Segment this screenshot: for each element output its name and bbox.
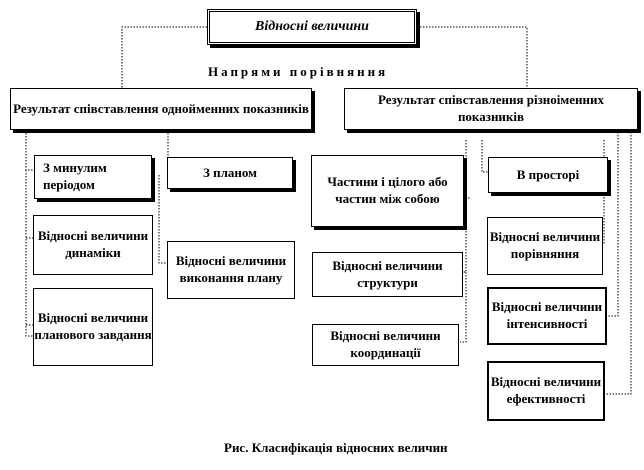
- value-intensity: Відносні величини інтенсивності: [487, 287, 607, 345]
- criterion-past-period: З минулим періодом: [34, 155, 152, 199]
- directions-subtitle: Напрями порівняння: [208, 64, 389, 79]
- value-plan-task: Відносні величини планового завдання: [33, 288, 153, 366]
- value-plan-execution: Відносні величини виконання плану: [167, 241, 295, 299]
- connector-right-intensity: [608, 132, 619, 317]
- group-different-names: Результат співставлення різноіменних пок…: [344, 88, 638, 130]
- value-efficiency: Відносні величини ефективності: [487, 361, 605, 421]
- connector-title-right: [417, 26, 528, 88]
- connector-left-plan: [25, 170, 33, 337]
- value-comparison: Відносні величини порівняння: [487, 217, 603, 275]
- connector-right-space: [481, 140, 488, 173]
- value-structure: Відносні величини структури: [312, 252, 463, 297]
- criterion-parts: Частини і цілого або частин між собою: [311, 155, 464, 227]
- value-dynamics: Відносні величини динаміки: [33, 215, 153, 275]
- connector-right-parts: [465, 140, 470, 199]
- diagram-title-box: Відносні величини: [207, 9, 417, 45]
- diagram-title: Відносні величини: [255, 18, 369, 34]
- connector-past-planexec: [158, 175, 167, 264]
- connector-right-efficiency: [606, 132, 632, 395]
- connector-left-past: [25, 130, 34, 171]
- criterion-plan: З планом: [167, 157, 293, 189]
- group-same-names: Результат співставлення однойменних пока…: [10, 88, 312, 130]
- criterion-space: В просторі: [488, 157, 608, 193]
- value-coordination: Відносні величини координації: [312, 324, 459, 366]
- figure-caption: Рис. Класифікація відносних величин: [224, 440, 448, 455]
- connector-title-left: [121, 26, 207, 88]
- connector-right-structure: [462, 198, 467, 273]
- connector-right-coord: [460, 272, 467, 343]
